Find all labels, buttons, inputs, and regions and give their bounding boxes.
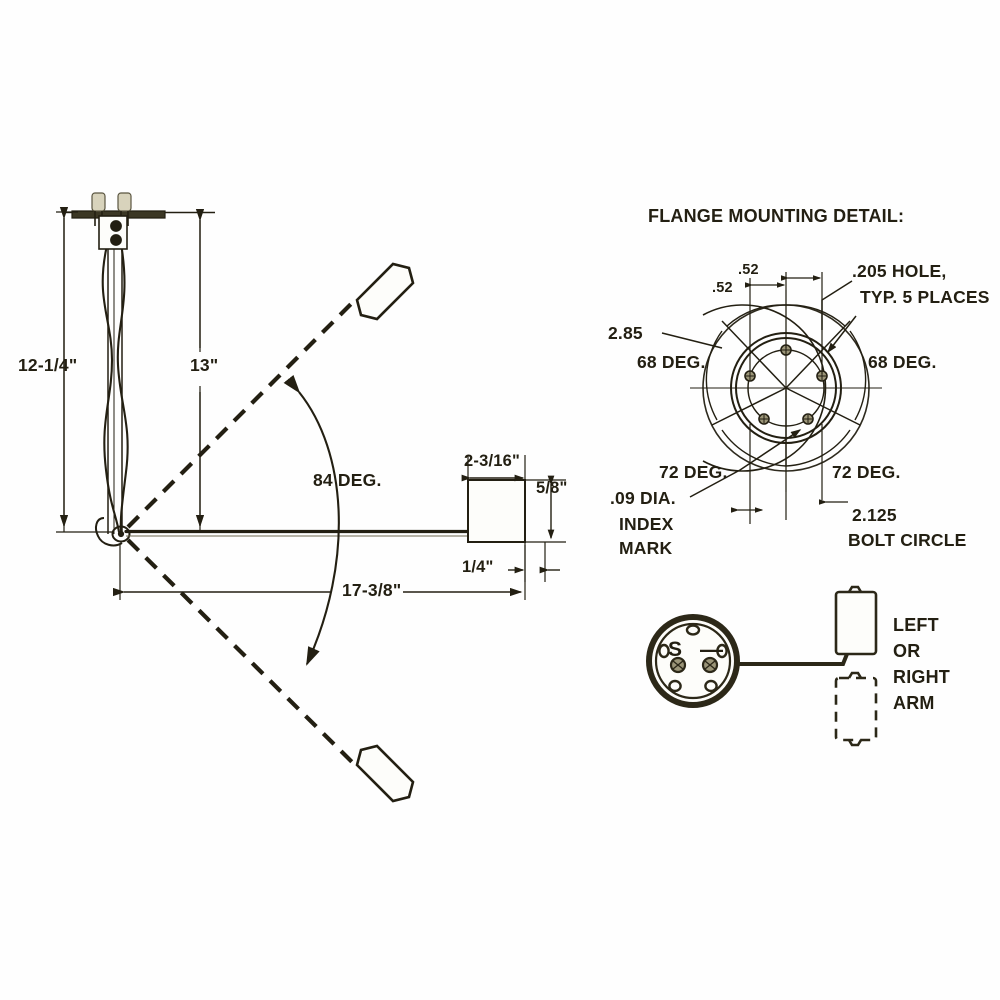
sender-head-body — [98, 215, 128, 250]
arm-note-line3: RIGHT — [893, 667, 950, 687]
terminal-s-label: S — [668, 638, 683, 661]
arm-detail-view — [646, 585, 878, 747]
dim-12-1-4 — [56, 206, 112, 533]
flange-mounting-detail-view — [661, 272, 882, 524]
terminal-posts — [91, 192, 132, 226]
mounting-flange-plate — [64, 210, 215, 219]
flange-detail-title: FLANGE MOUNTING DETAIL: — [648, 206, 905, 226]
float-arm-lower-dashed — [126, 538, 354, 764]
arm-note-line1: LEFT — [893, 615, 939, 635]
arm-float-body-solid — [834, 585, 878, 656]
terminal-ground-label: — — [700, 636, 724, 662]
dim-1-4 — [508, 542, 560, 582]
angle-label-upper-right: 68 DEG. — [868, 352, 937, 372]
index-mark-line2: MARK — [619, 538, 673, 558]
float-arm-upper-dashed — [126, 301, 354, 529]
flange-offset-b-label: .52 — [712, 280, 733, 296]
hole-callout-line1: .205 HOLE, — [852, 261, 947, 281]
bolt-circle-value-label: 2.125 — [852, 505, 897, 525]
index-dia-label: .09 DIA. — [610, 488, 676, 508]
bolt-circle-label: BOLT CIRCLE — [848, 530, 967, 550]
flange-outer-dia-label: 2.85 — [608, 323, 643, 343]
hole-callout-leader — [821, 280, 857, 354]
index-mark-line1: INDEX — [619, 514, 674, 534]
dim-2-3-16 — [461, 455, 526, 482]
dim-label-1-4: 1/4" — [462, 558, 494, 576]
hole-callout-line2: TYP. 5 PLACES — [860, 287, 990, 307]
arm-terminal-screw-slot — [672, 660, 716, 670]
dim-label-13: 13" — [190, 355, 219, 375]
arm-note-line4: ARM — [893, 693, 935, 713]
sender-side-view — [56, 192, 566, 803]
outer-dia-leader — [661, 332, 723, 349]
dim-label-2-3-16: 2-3/16" — [464, 452, 521, 470]
float-body-upper-dashed — [355, 262, 415, 321]
arm-flange-hole — [658, 624, 728, 693]
pivot-hub — [95, 517, 131, 547]
angle-label-lower-left: 72 DEG. — [659, 462, 728, 482]
arm-float-body-dashed — [834, 671, 878, 747]
index-mark-leader — [689, 429, 802, 498]
dim-label-5-8: 5/8" — [536, 479, 568, 497]
flange-angle-leaders — [711, 320, 861, 466]
angle-label-upper-left: 68 DEG. — [637, 352, 706, 372]
bolt-circle-dim — [730, 424, 848, 524]
swing-angle-arc — [283, 374, 340, 666]
dim-label-17-3-8: 17-3/8" — [342, 580, 402, 600]
arm-bar — [735, 652, 849, 666]
dim-13 — [195, 208, 330, 533]
dim-label-swing-angle: 84 DEG. — [313, 470, 382, 490]
float-body-lower-dashed — [355, 744, 415, 803]
angle-label-lower-right: 72 DEG. — [832, 462, 901, 482]
sender-wire-pair — [101, 248, 129, 535]
dim-label-12-1-4: 12-1/4" — [18, 355, 78, 375]
arm-note-line2: OR — [893, 641, 921, 661]
float-body-horizontal — [467, 479, 526, 543]
flange-offset-a-label: .52 — [738, 262, 759, 278]
